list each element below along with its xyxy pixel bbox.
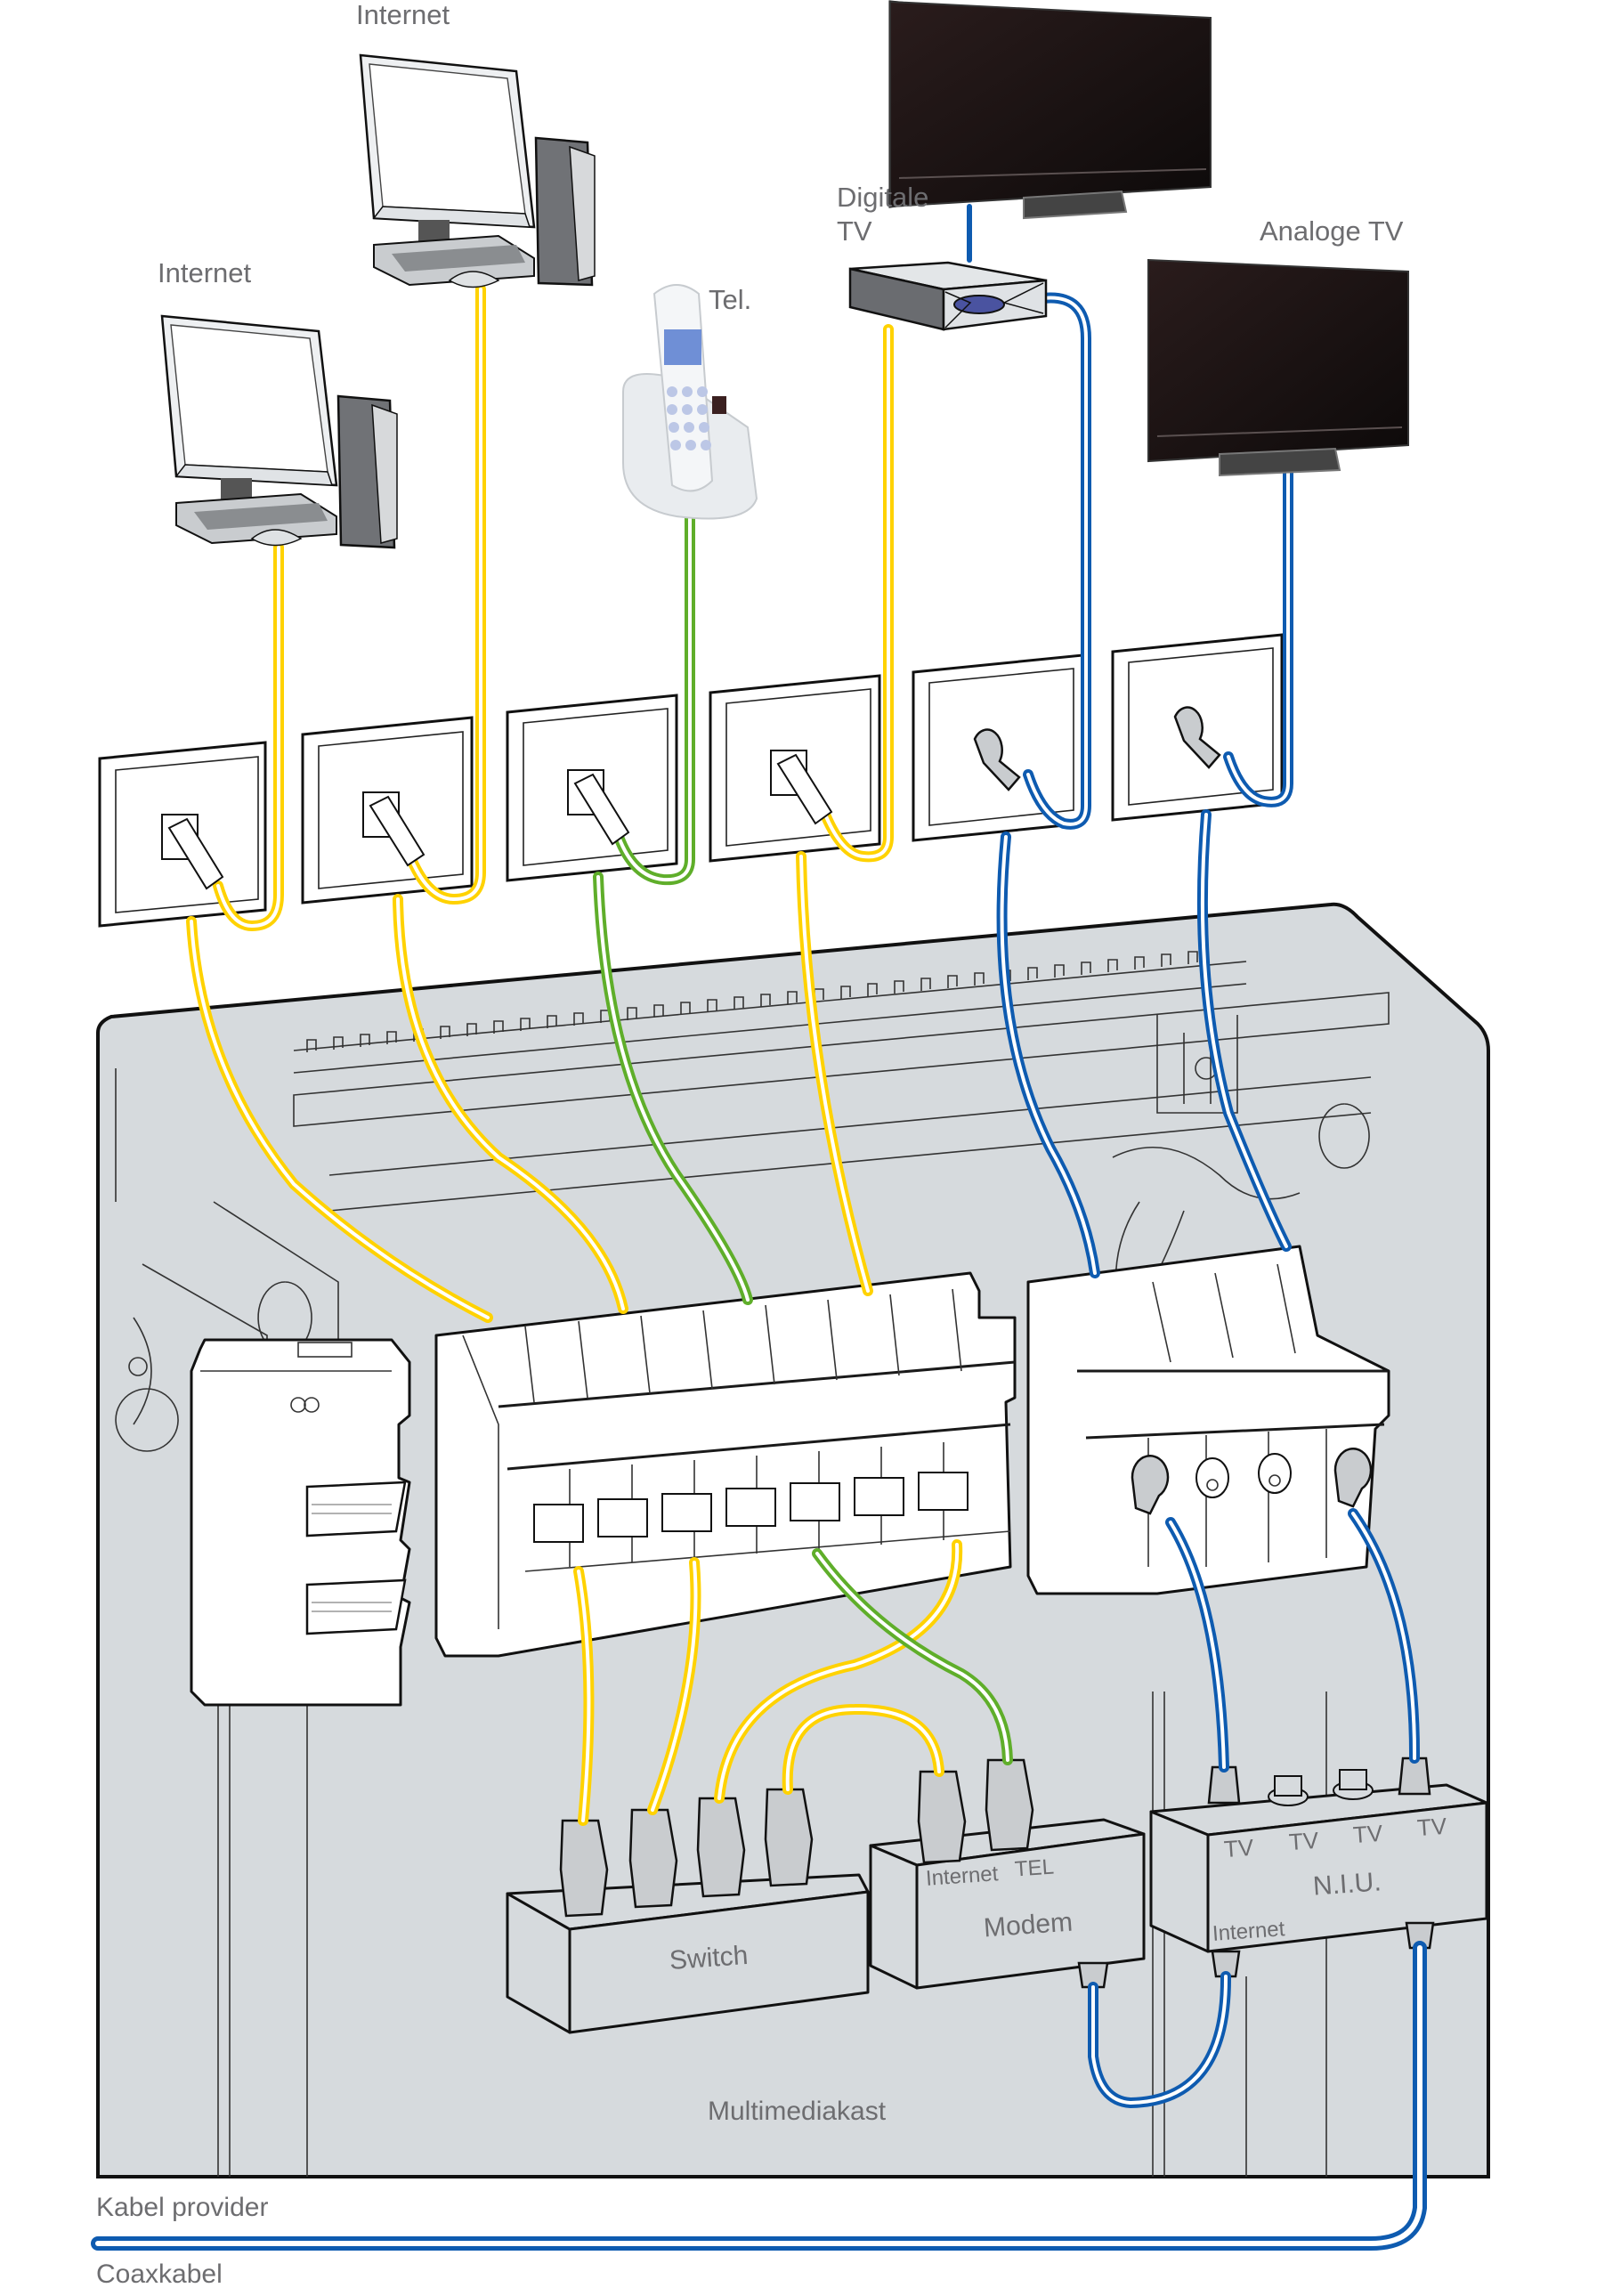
telephone-label: Tel.	[709, 284, 752, 315]
rj45-plugs	[559, 1758, 1034, 1918]
data-cable	[213, 542, 284, 932]
modem-port-tel-label: TEL	[1014, 1854, 1055, 1882]
data-cable	[714, 1539, 963, 1804]
outlet-plugs	[167, 753, 833, 890]
telephone-cable	[593, 872, 753, 1305]
analog-tv-label: Analoge TV	[1260, 215, 1404, 247]
rj45-patch-panel	[434, 1271, 1017, 1658]
data-cable	[818, 324, 894, 863]
patch-ports	[533, 1472, 969, 1543]
modem-label: Modem	[982, 1907, 1074, 1943]
data-cable	[782, 1703, 944, 1795]
niu-device	[1149, 1756, 1488, 1978]
niu-port-tv-label: TV	[1222, 1833, 1255, 1863]
coax-provider-cable	[91, 1941, 1427, 2251]
tv-icon	[888, 0, 1212, 220]
coax-cable	[1196, 809, 1292, 1252]
niu-port-tv-label: TV	[1415, 1812, 1448, 1842]
niu-port-internet-label: Internet	[1212, 1917, 1286, 1946]
wall-outlet-coax	[1111, 633, 1284, 822]
data-cable	[186, 916, 493, 1323]
coax-cable-label: Coaxkabel	[96, 2259, 223, 2289]
settop-box-icon	[848, 261, 1048, 331]
coax-cable	[996, 832, 1100, 1278]
f-connector	[1195, 1453, 1292, 1498]
coax-cable	[1348, 1508, 1421, 1764]
data-cable	[796, 851, 873, 1296]
internet-label-left: Internet	[158, 257, 252, 288]
modem-port-internet-label: Internet	[925, 1862, 1000, 1891]
telephone-cable	[613, 511, 695, 886]
rj45-din-module	[190, 1338, 411, 1707]
cable-provider-label: Kabel provider	[96, 2193, 269, 2222]
coax-cable	[1165, 1517, 1229, 1773]
digital-tv-label-line2: TV	[837, 215, 872, 247]
wall-outlet-coax	[912, 653, 1084, 842]
coax-cable	[967, 204, 1091, 830]
digital-tv-label-line1: Digitale	[837, 182, 929, 213]
coax-cable	[1088, 1971, 1232, 2109]
internet-label-top: Internet	[356, 0, 450, 30]
cabinet-label: Multimediakast	[708, 2097, 887, 2126]
desktop-computer-icon	[160, 314, 398, 549]
tv-icon	[1147, 258, 1409, 477]
cables	[91, 204, 1427, 2251]
modem-coax-plug	[1077, 1961, 1109, 1989]
niu-port-tv-label: TV	[1351, 1819, 1384, 1849]
niu-port-tv-label: TV	[1287, 1826, 1320, 1856]
data-cable	[393, 894, 628, 1314]
coax-patch-module	[1026, 1245, 1390, 1595]
telephone-cable	[812, 1548, 1013, 1765]
coax-cable	[1223, 467, 1293, 807]
switch-label: Switch	[668, 1940, 750, 1976]
desktop-computer-icon	[359, 53, 596, 288]
data-cable	[573, 1566, 595, 1826]
modem-device	[869, 1818, 1146, 1990]
data-cable	[647, 1557, 701, 1815]
niu-label: N.I.U.	[1311, 1867, 1382, 1902]
phone-icon	[622, 284, 758, 520]
data-cable	[404, 284, 486, 905]
switch-device	[506, 1873, 870, 2034]
